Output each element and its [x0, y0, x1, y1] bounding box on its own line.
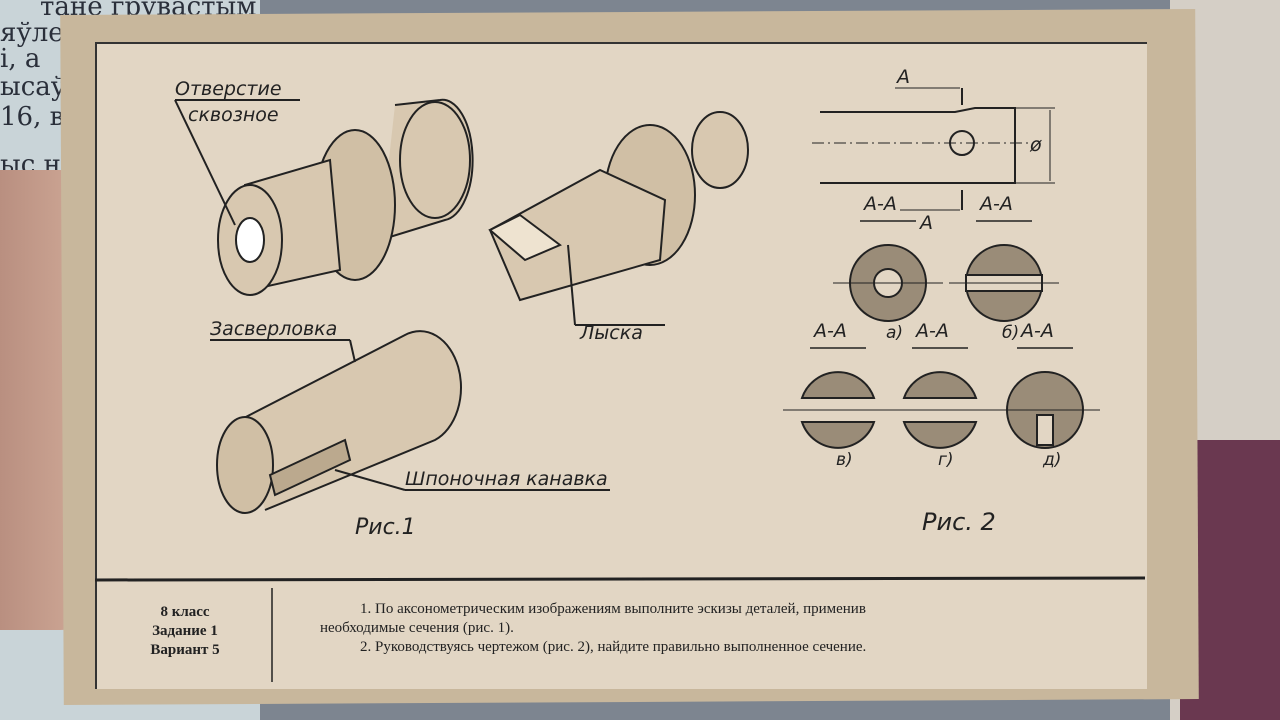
section-1: [833, 220, 943, 322]
cut-label-top: A: [897, 66, 910, 88]
shaft-with-through-hole: [174, 98, 474, 296]
cut-label-bottom: A: [920, 212, 933, 234]
shaft-with-flat: [488, 111, 749, 326]
background-text: ысаў: [0, 72, 67, 102]
task-number: Задание 1: [152, 623, 218, 639]
shaft-with-keyway: [210, 330, 610, 514]
label-through-hole: Отверстие: [175, 78, 282, 100]
background-text: і, а: [0, 44, 41, 74]
section-title: А-А: [864, 193, 897, 215]
section-2: [949, 220, 1059, 322]
section-title: А-А: [916, 320, 949, 342]
figure2-caption: Рис. 2: [922, 508, 996, 536]
section-option-label: д): [1043, 450, 1062, 470]
cut-drawing: [812, 87, 1055, 211]
section-4: [885, 347, 995, 449]
grade: 8 класс: [160, 604, 210, 620]
section-title: А-А: [814, 320, 847, 342]
instruction-1: 1. По аксонометрическим изображениям вып…: [360, 601, 866, 617]
diameter-symbol: ø: [1030, 134, 1042, 156]
section-5: [990, 347, 1100, 449]
figure1-caption: Рис.1: [355, 515, 416, 540]
section-option-label: а): [886, 323, 904, 343]
section-title: А-А: [1021, 320, 1054, 342]
section-options: [783, 220, 1100, 449]
instructions: 1. По аксонометрическим изображениям вып…: [320, 600, 1120, 657]
label-flat: Лыска: [580, 322, 643, 344]
label-drill-point: Засверловка: [210, 318, 338, 340]
section-option-label: г): [938, 450, 954, 470]
section-3: [783, 347, 893, 449]
section-title: А-А: [980, 193, 1013, 215]
instruction-2: 2. Руководствуясь чертежом (рис. 2), най…: [360, 639, 867, 655]
instruction-1-cont: необходимые сечения (рис. 1).: [320, 620, 514, 636]
variant: Вариант 5: [150, 642, 220, 658]
label-keyway: Шпоночная канавка: [405, 468, 608, 490]
section-option-label: в): [836, 450, 853, 470]
label-through-hole-2: сквозное: [188, 104, 279, 126]
card-info: 8 класс Задание 1 Вариант 5: [115, 603, 255, 660]
section-option-label: б): [1002, 323, 1020, 343]
footer-divider: [94, 576, 1146, 582]
